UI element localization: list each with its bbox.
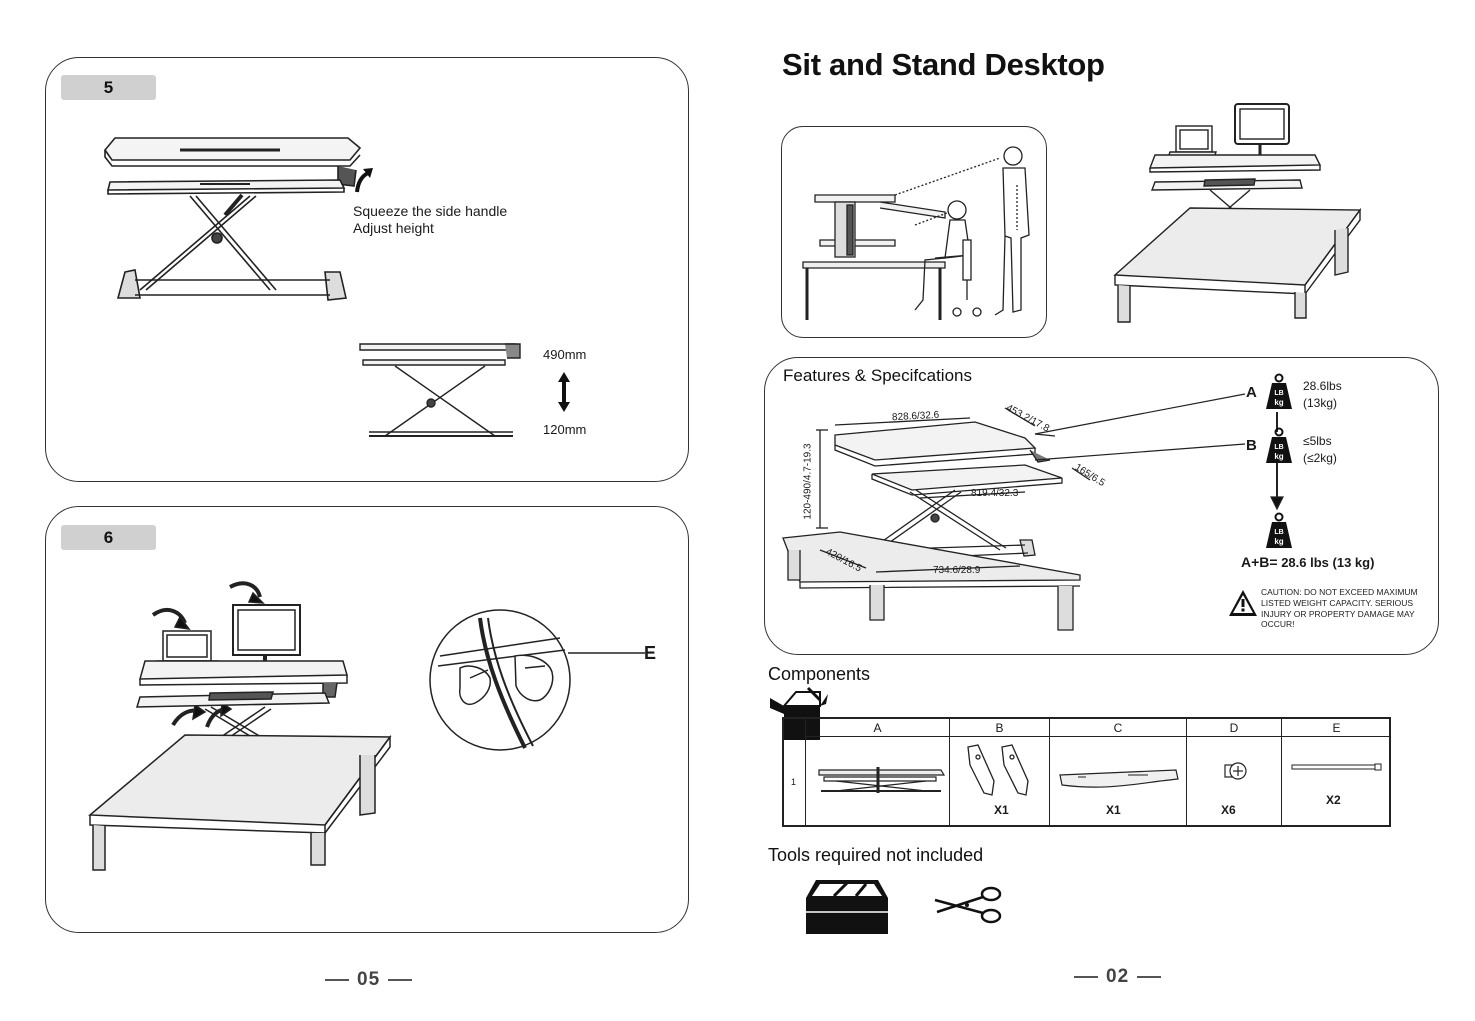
step-6-badge: 6 [61,525,156,550]
component-c-keyboard-tray [1059,769,1179,788]
component-e-cell: X2 [1282,737,1391,825]
step-5-instruction-1: Squeeze the side handle [353,203,508,219]
load-a-lbs: 28.6lbs [1303,379,1342,393]
right-page-number-text: 02 [1106,966,1130,987]
component-b-qty: X1 [994,803,1009,817]
component-a-desk-converter [818,767,946,793]
dim-height-range: 120-490/4.7-19.3 [802,443,814,520]
dim-base-width: 734.6/28.9 [933,565,981,576]
component-e-qty: X2 [1326,793,1341,807]
height-range-illustration [359,343,521,437]
component-d-cell: X6 [1187,737,1282,825]
dual-monitor-setup-illustration [1113,103,1362,323]
load-diagram [1034,393,1284,511]
components-header-e: E [1282,719,1391,737]
component-b-brackets [967,744,1029,796]
height-min-label: 120mm [543,422,587,437]
weight-b-icon: LB kg [1266,427,1292,463]
load-b-lbs: ≤5lbs [1303,434,1332,448]
step-5-desk-illustration [103,137,362,301]
step-6-panel [45,506,689,933]
page-title: Sit and Stand Desktop [782,47,1105,82]
load-total: A+B= 28.6 lbs (13 kg) [1241,554,1374,570]
ergonomic-posture-illustration [802,146,1030,320]
components-table: A B C D E 1 X1 [782,717,1391,827]
left-page-number-text: 05 [357,969,381,990]
toolbox-icon [806,880,888,934]
component-b-cell: X1 [950,737,1050,825]
components-header-c: C [1050,719,1187,737]
scissors-icon [934,886,1002,924]
weight-b-icon-top: LB [1274,444,1283,451]
caution-warning-icon [1229,590,1257,616]
load-a-kg: (13kg) [1303,396,1338,410]
weight-total-icon: LB kg [1266,512,1292,548]
component-a-cell [806,737,950,825]
step-5-instruction-2: Adjust height [353,220,434,236]
load-b-label: B [1246,437,1257,454]
load-b-kg: (≤2kg) [1303,451,1337,465]
tools-heading: Tools required not included [768,845,984,865]
components-row-label: 1 [791,777,797,787]
features-heading: Features & Specifcations [783,366,972,385]
height-max-label: 490mm [543,347,587,362]
left-page-number: 05 [317,969,420,991]
step-5-panel [45,57,689,482]
dimension-drawing-illustration [782,407,1091,631]
component-c-qty: X1 [1106,803,1121,817]
weight-a-icon-top: LB [1274,390,1283,397]
right-page-number: 02 [1066,966,1169,988]
component-d-screw [1224,762,1247,780]
dim-keyboard-width: 819.4/32.3 [971,488,1019,499]
cable-management-detail-illustration [429,609,645,751]
step-5-badge: 5 [61,75,156,100]
load-total-prefix: A+B= [1241,554,1278,570]
component-e-cable-tie [1291,763,1382,771]
components-header-row-label [784,719,806,737]
load-a-label: A [1246,384,1257,401]
components-header-d: D [1187,719,1282,737]
components-header-b: B [950,719,1050,737]
component-c-cell: X1 [1050,737,1187,825]
box-icon [770,686,828,740]
caution-text: CAUTION: DO NOT EXCEED MAXIMUM LISTED WE… [1261,587,1418,630]
components-row-label-cell: 1 [784,737,806,825]
load-total-value: 28.6 lbs (13 kg) [1281,555,1375,570]
up-down-arrow-icon [558,372,570,412]
components-header-a: A [806,719,950,737]
adjust-arrow-icon [355,168,373,193]
components-heading: Components [768,664,871,684]
weight-a-icon: LB kg [1266,373,1292,409]
weight-total-icon-top: LB [1274,529,1283,536]
callout-e-label: E [644,643,657,663]
step-6-desk-on-table-illustration [88,581,392,871]
weight-b-icon-bottom: kg [1274,452,1283,461]
component-d-qty: X6 [1221,803,1236,817]
weight-a-icon-bottom: kg [1274,398,1283,407]
weight-total-icon-bottom: kg [1274,537,1283,546]
